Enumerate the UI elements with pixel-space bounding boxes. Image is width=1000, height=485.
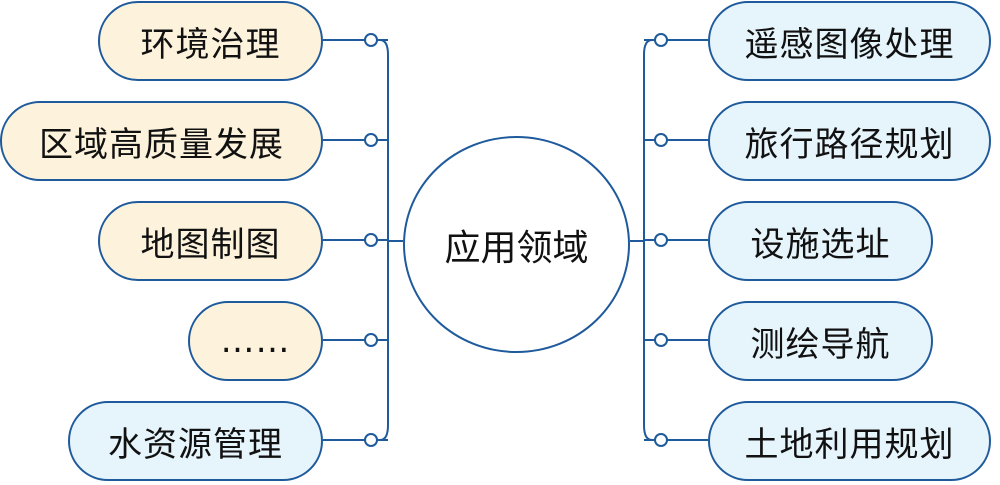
left-node-5: 水资源管理 — [68, 401, 323, 481]
left-node-2: 区域高质量发展 — [0, 101, 323, 181]
left-node-4: …… — [188, 301, 323, 381]
right-node-4: 测绘导航 — [708, 301, 933, 381]
right-branch-marker-2 — [654, 133, 668, 147]
left-branch-marker-1 — [364, 33, 378, 47]
right-node-1: 遥感图像处理 — [708, 1, 991, 81]
left-node-3: 地图制图 — [98, 201, 323, 281]
right-branch-marker-4 — [654, 333, 668, 347]
right-branch-marker-1 — [654, 33, 668, 47]
right-node-3: 设施选址 — [708, 201, 933, 281]
right-node-2: 旅行路径规划 — [708, 101, 991, 181]
right-branch-marker-5 — [654, 433, 668, 447]
center-node: 应用领域 — [403, 136, 630, 353]
left-branch-marker-5 — [364, 433, 378, 447]
right-branch-marker-3 — [654, 233, 668, 247]
left-branch-marker-4 — [364, 333, 378, 347]
center-node-label: 应用领域 — [444, 227, 589, 269]
left-node-1: 环境治理 — [98, 1, 323, 81]
right-node-5: 土地利用规划 — [708, 401, 991, 481]
left-branch-marker-3 — [364, 233, 378, 247]
left-branch-marker-2 — [364, 133, 378, 147]
